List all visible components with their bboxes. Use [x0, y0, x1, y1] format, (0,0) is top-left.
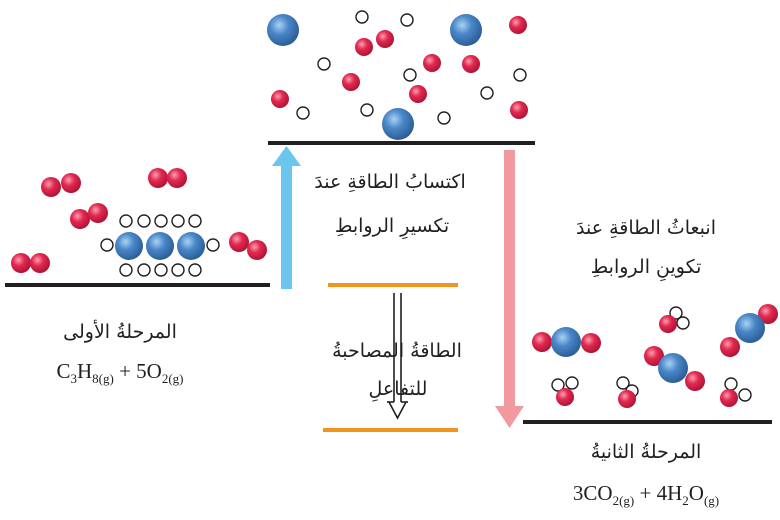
oxygen-atom [148, 168, 168, 188]
stage-two-molecules [532, 304, 778, 408]
oxygen-atom [509, 16, 527, 34]
reaction-energy-label-line2: للتفاعلِ [369, 378, 428, 402]
hydrogen-atom [137, 263, 151, 277]
hydrogen-atom [154, 214, 168, 228]
hydrogen-atom [171, 263, 185, 277]
reaction-energy-arrow-icon [387, 293, 408, 420]
stage-one-title: المرحلةُ الأولى [63, 320, 177, 343]
carbon-atom [267, 14, 299, 46]
stage-one-equation: C3H8(g) + 5O2(g) [56, 359, 183, 386]
stage-one-molecules [11, 168, 267, 277]
oxygen-atom [30, 253, 50, 273]
carbon-atom [146, 232, 174, 260]
hydrogen-atom [616, 376, 630, 390]
hydrogen-atom [400, 13, 414, 27]
oxygen-atom [355, 38, 373, 56]
oxygen-atom [510, 101, 528, 119]
hydrogen-atom [206, 238, 220, 252]
hydrogen-atom [137, 214, 151, 228]
oxygen-atom [70, 209, 90, 229]
oxygen-atom [342, 73, 360, 91]
oxygen-atom [532, 332, 552, 352]
hydrogen-atom [676, 316, 690, 330]
carbon-atom [735, 313, 765, 343]
carbon-atom [115, 232, 143, 260]
hydrogen-atom [355, 10, 369, 24]
up-arrow-icon [272, 146, 301, 289]
oxygen-atom [581, 333, 601, 353]
hydrogen-atom [188, 214, 202, 228]
oxygen-atom [11, 253, 31, 273]
carbon-atom [551, 327, 581, 357]
oxygen-atom [758, 304, 778, 324]
oxygen-atom [247, 240, 267, 260]
carbon-atom [658, 353, 688, 383]
absorb-label-line2: تكسيرِ الروابطِ [335, 215, 449, 240]
hydrogen-atom [317, 57, 331, 71]
hydrogen-atom [437, 111, 451, 125]
oxygen-atom [167, 168, 187, 188]
hydrogen-atom [119, 214, 133, 228]
oxygen-atom [423, 54, 441, 72]
hydrogen-atom [565, 376, 579, 390]
oxygen-atom [556, 388, 574, 406]
stage-two-equation: 3CO2(g) + 4H2O(g) [573, 481, 719, 508]
oxygen-atom [720, 389, 738, 407]
carbon-atom [382, 108, 414, 140]
oxygen-atom [41, 177, 61, 197]
oxygen-atom [61, 173, 81, 193]
oxygen-atom [271, 90, 289, 108]
hydrogen-atom [724, 377, 738, 391]
oxygen-atom [376, 30, 394, 48]
hydrogen-atom [119, 263, 133, 277]
release-label-line1: انبعاثُ الطاقةِ عندَ [576, 217, 716, 239]
oxygen-atom [229, 232, 249, 252]
separated-atoms [267, 10, 528, 140]
oxygen-atom [88, 203, 108, 223]
hydrogen-atom [480, 86, 494, 100]
oxygen-atom [462, 55, 480, 73]
oxygen-atom [618, 390, 636, 408]
oxygen-atom [720, 337, 740, 357]
oxygen-atom [644, 346, 664, 366]
oxygen-atom [659, 315, 677, 333]
hydrogen-atom [403, 68, 417, 82]
carbon-atom [450, 14, 482, 46]
stage-two-title: المرحلةُ الثانيةُ [591, 441, 702, 463]
carbon-atom [177, 232, 205, 260]
absorb-label-line1: اكتسابُ الطاقةِ عندَ [314, 171, 466, 193]
hydrogen-atom [551, 378, 565, 392]
hydrogen-atom [296, 106, 310, 120]
reaction-energy-label-line1: الطاقةُ المصاحبةُ [332, 340, 462, 362]
hydrogen-atom [738, 388, 752, 402]
down-arrow-icon [495, 150, 524, 428]
hydrogen-atom [100, 238, 114, 252]
hydrogen-atom [360, 103, 374, 117]
hydrogen-atom [154, 263, 168, 277]
hydrogen-atom [188, 263, 202, 277]
release-label-line2: تكوينِ الروابطِ [591, 256, 702, 282]
oxygen-atom [685, 371, 705, 391]
hydrogen-atom [171, 214, 185, 228]
oxygen-atom [409, 85, 427, 103]
hydrogen-atom [513, 68, 527, 82]
hydrogen-atom [669, 306, 683, 320]
